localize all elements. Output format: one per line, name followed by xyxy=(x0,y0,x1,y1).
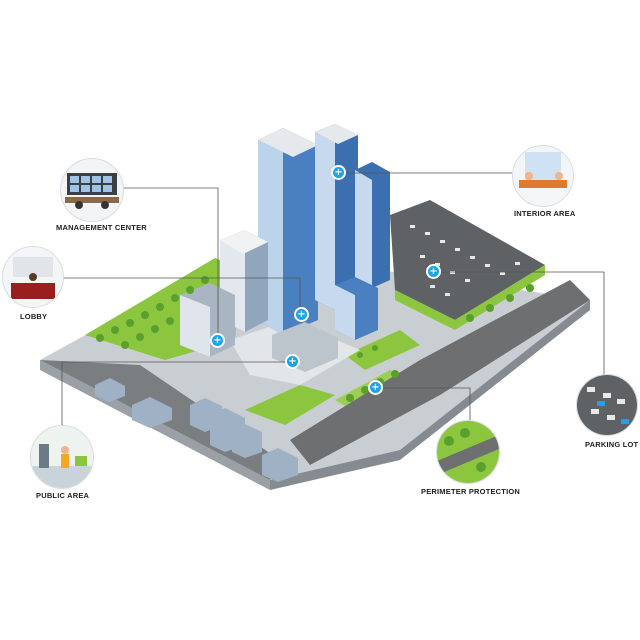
perimeter-protection-label: PERIMETER PROTECTION xyxy=(421,487,521,496)
management-center-label: MANAGEMENT CENTER xyxy=(56,223,147,232)
connector-parking-lot xyxy=(432,271,605,378)
interior-area-thumbnail[interactable] xyxy=(512,145,574,207)
perimeter-protection-thumbnail[interactable] xyxy=(436,420,500,484)
public-area-thumbnail[interactable] xyxy=(30,425,94,489)
block-left xyxy=(180,283,235,357)
connector-lobby xyxy=(62,277,301,315)
plus-icon[interactable]: + xyxy=(428,266,439,277)
parking-area xyxy=(390,200,545,330)
interior-area-label: INTERIOR AREA xyxy=(514,209,576,218)
plus-icon[interactable]: + xyxy=(296,309,307,320)
connector-public-area xyxy=(61,361,292,425)
connector-perimeter xyxy=(376,387,471,424)
public-area-label: PUBLIC AREA xyxy=(36,491,90,500)
low-buildings xyxy=(95,378,298,482)
parking-lot-thumbnail[interactable] xyxy=(576,374,638,436)
management-center-thumbnail[interactable] xyxy=(60,158,124,222)
plus-icon[interactable]: + xyxy=(370,382,381,393)
plus-icon[interactable]: + xyxy=(212,335,223,346)
lobby-thumbnail[interactable] xyxy=(2,246,64,308)
plus-icon[interactable]: + xyxy=(333,167,344,178)
connector-lines xyxy=(61,172,605,425)
connector-management-center xyxy=(122,187,219,340)
block-mid xyxy=(335,277,378,340)
tower-right xyxy=(315,124,358,310)
parking-lot-label: PARKING LOT xyxy=(585,440,639,449)
tower-far-right xyxy=(355,162,390,288)
trees xyxy=(96,276,534,402)
lobby-label: LOBBY xyxy=(20,312,48,321)
plus-icon[interactable]: + xyxy=(287,356,298,367)
